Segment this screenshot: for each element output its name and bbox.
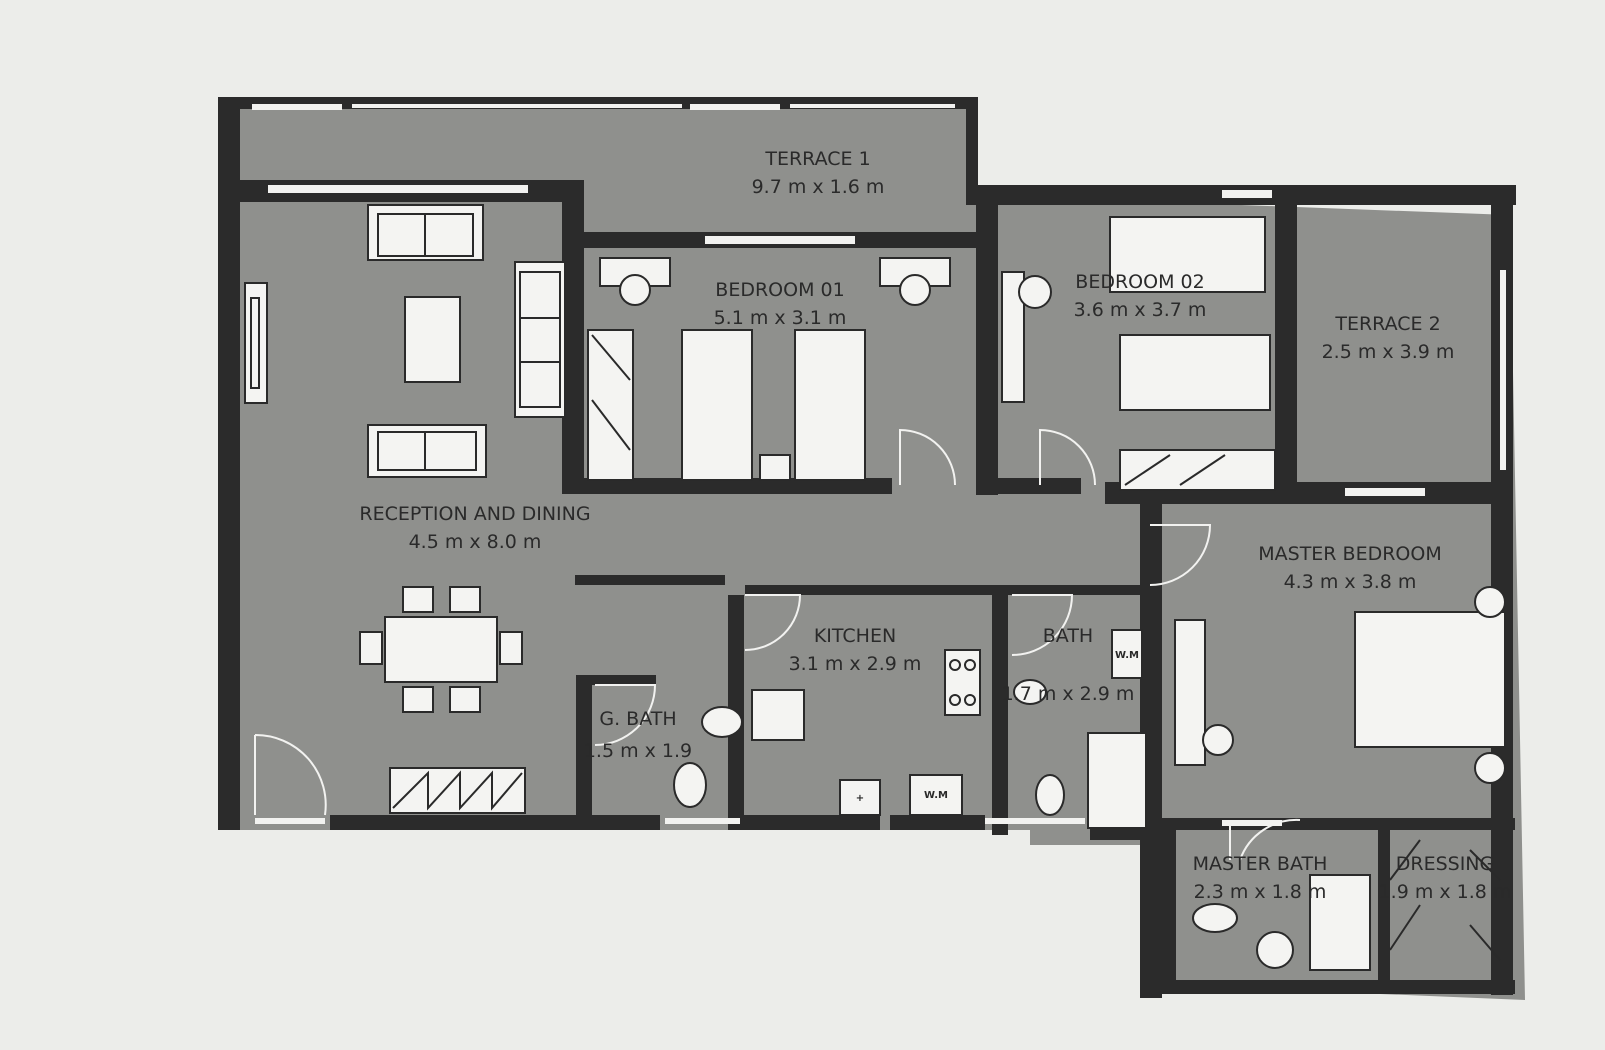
room-label-kitchen: KITCHEN 3.1 m x 2.9 m [789,625,922,675]
room-label-master-bedroom: MASTER BEDROOM 4.3 m x 3.8 m [1258,543,1441,593]
washing-machine [909,774,963,816]
furniture: + W.M W.M [244,204,1506,971]
dressing-name: DRESSING [1396,853,1495,875]
tv-unit [244,282,268,404]
room-label-terrace-2: TERRACE 2 2.5 m x 3.9 m [1322,313,1455,363]
room-label-bedroom-01: BEDROOM 01 5.1 m x 3.1 m [714,279,847,329]
room-label-g-bath: G. BATH 1.5 m x 1.9 [584,708,692,762]
kitchen-counter [751,689,805,741]
wm-label: W.M [1115,650,1139,661]
basin-icon [1256,931,1294,969]
reception-size: 4.5 m x 8.0 m [409,531,542,553]
kitchen-name: KITCHEN [814,625,896,647]
kitchen-size: 3.1 m x 2.9 m [789,653,922,675]
bedroom-02-size: 3.6 m x 3.7 m [1074,299,1207,321]
room-label-terrace-1: TERRACE 1 9.7 m x 1.6 m [752,148,885,198]
terrace-1-size: 9.7 m x 1.6 m [752,176,885,198]
sideboard [389,767,526,814]
shower-tray [1309,874,1371,971]
dining-set [359,586,523,713]
terrace-1-name: TERRACE 1 [764,148,870,170]
svg-text:+: + [856,793,864,804]
shower-tray [1087,732,1147,829]
master-bedroom-name: MASTER BEDROOM [1258,543,1441,565]
reception-name: RECEPTION AND DINING [359,503,590,525]
wardrobe [1119,449,1276,491]
sofa-right [514,261,566,418]
room-label-bedroom-02: BEDROOM 02 3.6 m x 3.7 m [1074,271,1207,321]
sofa-bottom [367,424,487,478]
windows [252,104,1506,826]
washing-machine [1111,629,1143,679]
wardrobe [1174,619,1206,766]
toilet-icon [1192,903,1238,933]
room-label-dressing: DRESSING 1.9 m x 1.8 m [1379,853,1512,903]
toilet-icon [1035,774,1065,816]
bedroom-01-size: 5.1 m x 3.1 m [714,307,847,329]
room-label-master-bath: MASTER BATH 2.3 m x 1.8 m [1193,853,1328,903]
sink [839,779,881,816]
doors [254,428,1301,861]
room-label-bath: BATH 1.7 m x 2.9 m [1002,625,1135,705]
room-label-reception: RECEPTION AND DINING 4.5 m x 8.0 m [359,503,590,553]
bath-size: 1.7 m x 2.9 m [1002,683,1135,705]
g-bath-size: 1.5 m x 1.9 [584,740,692,762]
g-bath-name: G. BATH [599,708,676,730]
bath-name: BATH [1043,625,1093,647]
bed [794,329,866,481]
bedroom-02-name: BEDROOM 02 [1075,271,1204,293]
bedroom-01-name: BEDROOM 01 [715,279,844,301]
sofa-top [367,204,484,261]
terrace-2-size: 2.5 m x 3.9 m [1322,341,1455,363]
dressing-size: 1.9 m x 1.8 m [1379,881,1512,903]
bed [1354,611,1506,748]
toilet-icon [1013,679,1047,705]
master-bath-name: MASTER BATH [1193,853,1328,875]
bed [681,329,753,481]
stove [944,649,981,716]
toilet-icon [673,762,707,808]
terrace-2-name: TERRACE 2 [1334,313,1440,335]
bed [1109,216,1266,293]
master-bedroom-size: 4.3 m x 3.8 m [1284,571,1417,593]
master-bath-size: 2.3 m x 1.8 m [1194,881,1327,903]
coffee-table [404,296,461,383]
bed [1119,334,1271,411]
toilet-icon [701,706,743,738]
wm-label: W.M [924,790,948,801]
